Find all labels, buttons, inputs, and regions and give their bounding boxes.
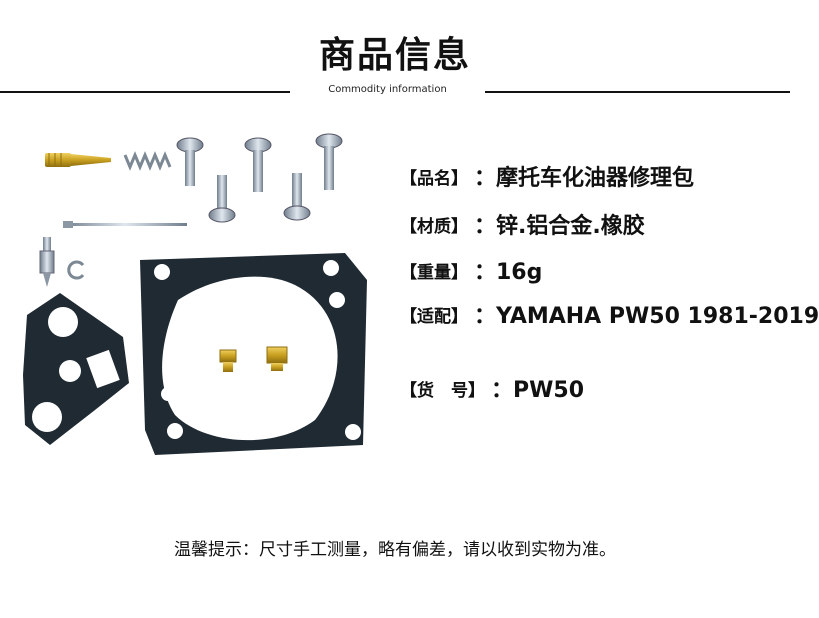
spec-label: 【重量】 <box>400 262 468 283</box>
jet-needle-icon <box>63 221 187 228</box>
spec-label: 【适配】 <box>400 306 468 327</box>
screw-icon <box>244 137 272 192</box>
screw-icon <box>315 133 343 190</box>
e-clip-icon <box>67 260 85 280</box>
page-subtitle: Commodity information <box>328 84 447 95</box>
spec-value: ：16g <box>474 260 543 285</box>
spec-value: ：锌.铝合金.橡胶 <box>474 214 645 239</box>
main-jet-icon <box>219 349 237 372</box>
float-valve-icon <box>39 237 55 287</box>
mixture-screw-icon <box>45 153 111 167</box>
spec-label: 【货 号】 <box>400 380 485 401</box>
spec-value: ：YAMAHA PW50 1981-2019 <box>474 304 819 329</box>
screw-icon <box>176 137 204 186</box>
spec-row-item-number: 【货 号】 ：PW50 <box>400 372 584 404</box>
screw-icon <box>208 175 236 223</box>
repair-kit-photo <box>23 133 367 455</box>
spec-row-name: 【品名】 ：摩托车化油器修理包 <box>400 160 694 192</box>
spec-label: 【材质】 <box>400 216 468 237</box>
title-divider-left <box>0 91 290 93</box>
title-divider-right <box>485 91 790 93</box>
spec-row-material: 【材质】 ：锌.铝合金.橡胶 <box>400 208 645 240</box>
pilot-jet-icon <box>266 346 288 371</box>
spec-row-weight: 【重量】 ：16g <box>400 254 542 286</box>
screw-icon <box>283 173 311 221</box>
measurement-note: 温馨提示：尺寸手工测量，略有偏差，请以收到实物为准。 <box>174 540 616 560</box>
spring-icon <box>123 151 172 171</box>
page-title: 商品信息 <box>318 35 471 76</box>
spec-row-fitment: 【适配】 ：YAMAHA PW50 1981-2019 <box>400 298 819 330</box>
spec-label: 【品名】 <box>400 168 468 189</box>
spec-value: ：摩托车化油器修理包 <box>474 166 695 191</box>
spec-value: ：PW50 <box>491 378 585 403</box>
